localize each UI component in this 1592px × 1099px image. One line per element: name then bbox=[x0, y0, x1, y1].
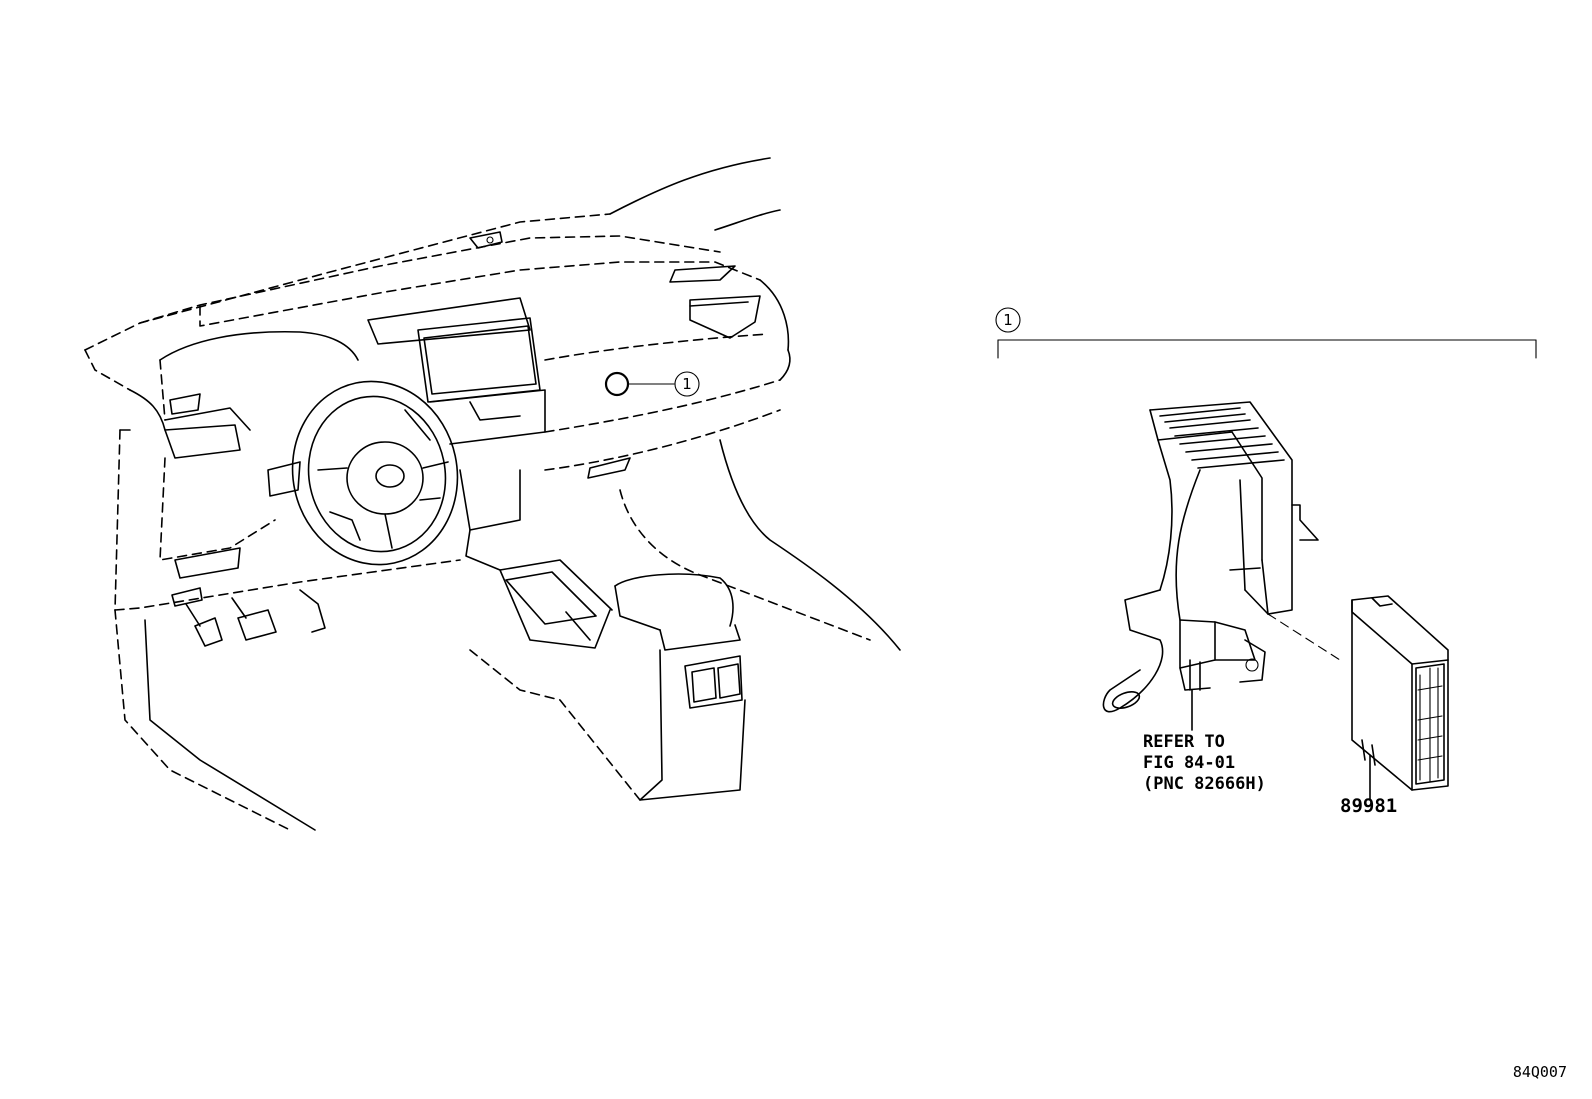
header-callout-number: 1 bbox=[1003, 311, 1013, 329]
ecu-location-callout: 1 bbox=[604, 371, 700, 397]
ecu-module-drawing bbox=[1351, 595, 1449, 801]
figure-code: 84Q007 bbox=[1513, 1063, 1567, 1081]
reference-note-line-1: REFER TO bbox=[1143, 732, 1225, 752]
exploded-view-header: 1 bbox=[995, 307, 1537, 359]
part-number-label: 89981 bbox=[1340, 795, 1397, 817]
ecu-bracket-drawing bbox=[1102, 401, 1319, 731]
reference-note-line-2: FIG 84-01 bbox=[1143, 753, 1235, 773]
dashboard-drawing bbox=[84, 157, 901, 831]
callout-number: 1 bbox=[682, 375, 692, 393]
reference-note-line-3: (PNC 82666H) bbox=[1143, 774, 1266, 794]
mounting-guide-line bbox=[1267, 613, 1341, 661]
